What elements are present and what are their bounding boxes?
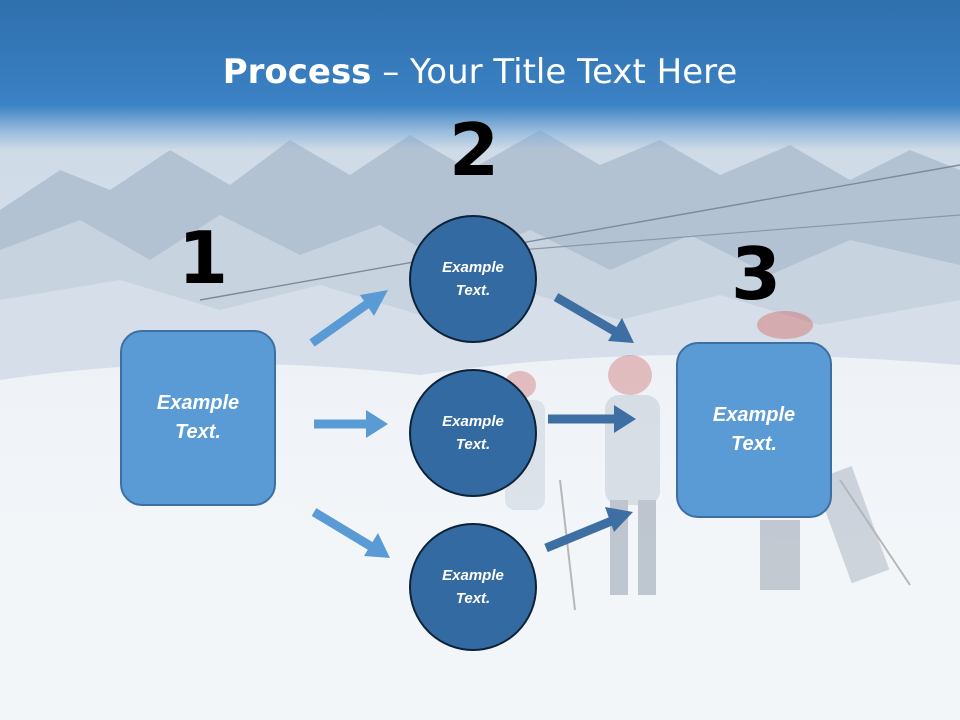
title-bar <box>0 0 960 150</box>
step-1-line1: Example <box>156 392 240 414</box>
arrow-left-to-bottom <box>311 508 390 558</box>
step-number-2: 2 <box>449 108 500 192</box>
title-bold: Process <box>222 52 372 92</box>
step-2b-line2: Text. <box>455 436 491 453</box>
arrow-left-to-top <box>309 290 388 347</box>
step-3-line1: Example <box>712 404 796 426</box>
step-3-line2: Text. <box>731 433 777 455</box>
arrow-left-to-middle <box>314 410 388 438</box>
arrow-bottom-to-right <box>544 507 633 553</box>
step-2a-line1: Example <box>442 259 504 276</box>
step-2b-line1: Example <box>442 413 504 430</box>
arrow-middle-to-right <box>548 405 636 433</box>
arrow-top-to-right <box>553 293 634 343</box>
step-2c-line2: Text. <box>455 590 491 607</box>
step-number-1: 1 <box>178 216 229 300</box>
step-number-3: 3 <box>731 232 782 316</box>
slide-title: Process – Your Title Text Here <box>0 52 960 92</box>
title-rest: – Your Title Text Here <box>371 52 738 92</box>
step-2a-line2: Text. <box>455 282 491 299</box>
step-1-line2: Text. <box>175 421 221 443</box>
step-2c-line1: Example <box>442 567 504 584</box>
